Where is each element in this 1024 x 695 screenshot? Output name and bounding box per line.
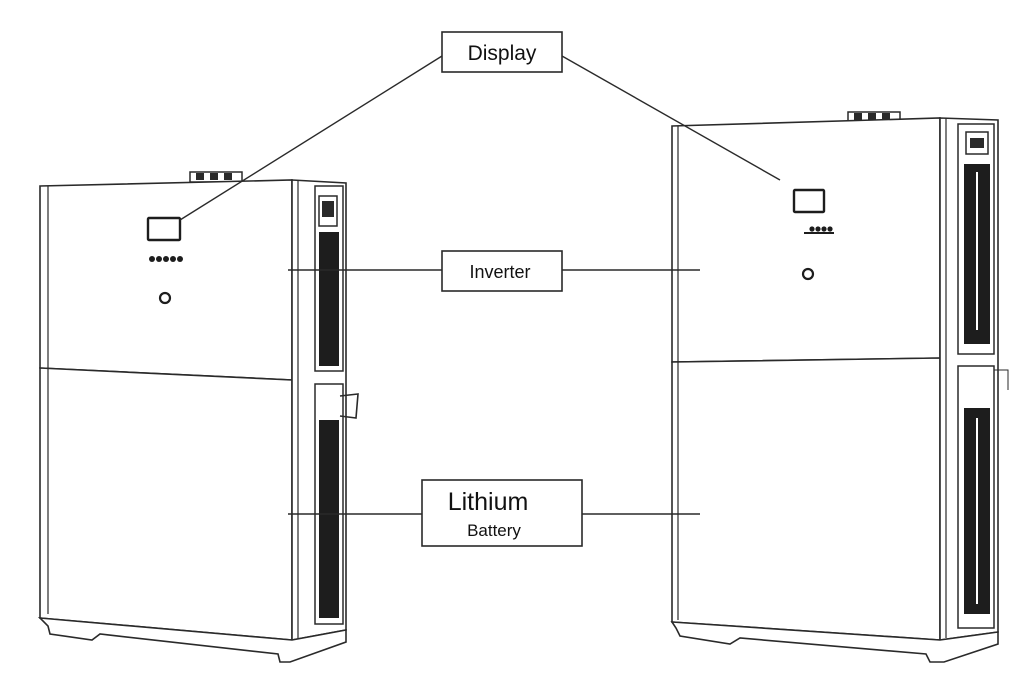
right-unit — [670, 111, 1009, 663]
left-top-terminals — [189, 171, 243, 183]
right-display-screen — [792, 188, 826, 214]
display-label-box — [441, 31, 563, 73]
right-power-knob — [801, 267, 815, 281]
battery-label-box — [421, 479, 583, 547]
display-callout: Display — [441, 31, 563, 73]
left-indicator-buttons — [149, 256, 183, 262]
callout-lines — [179, 55, 781, 515]
right-inverter-front — [671, 117, 941, 363]
display-leader-right — [561, 55, 781, 181]
left-inverter-front — [39, 179, 293, 381]
left-display-screen — [146, 216, 182, 242]
right-battery-front — [671, 357, 941, 641]
left-power-knob — [158, 291, 172, 305]
left-base — [37, 617, 347, 663]
left-inverter-vent — [314, 185, 344, 372]
right-indicator-buttons — [804, 226, 834, 234]
right-inverter-vent — [957, 123, 995, 355]
battery-label-line2: Battery — [467, 521, 521, 540]
inverter-label: Inverter — [469, 262, 530, 282]
right-battery-vent — [957, 365, 1009, 629]
left-battery-front — [39, 367, 293, 641]
inverter-label-box — [441, 250, 563, 292]
battery-label-line1: Lithium — [448, 488, 529, 516]
battery-callout: Lithium Battery — [421, 479, 583, 547]
left-battery-vent — [314, 383, 359, 625]
display-label: Display — [468, 42, 537, 65]
inverter-callout: Inverter — [441, 250, 563, 292]
display-leader-left — [179, 55, 443, 221]
right-base — [670, 621, 999, 663]
left-unit — [37, 171, 359, 663]
